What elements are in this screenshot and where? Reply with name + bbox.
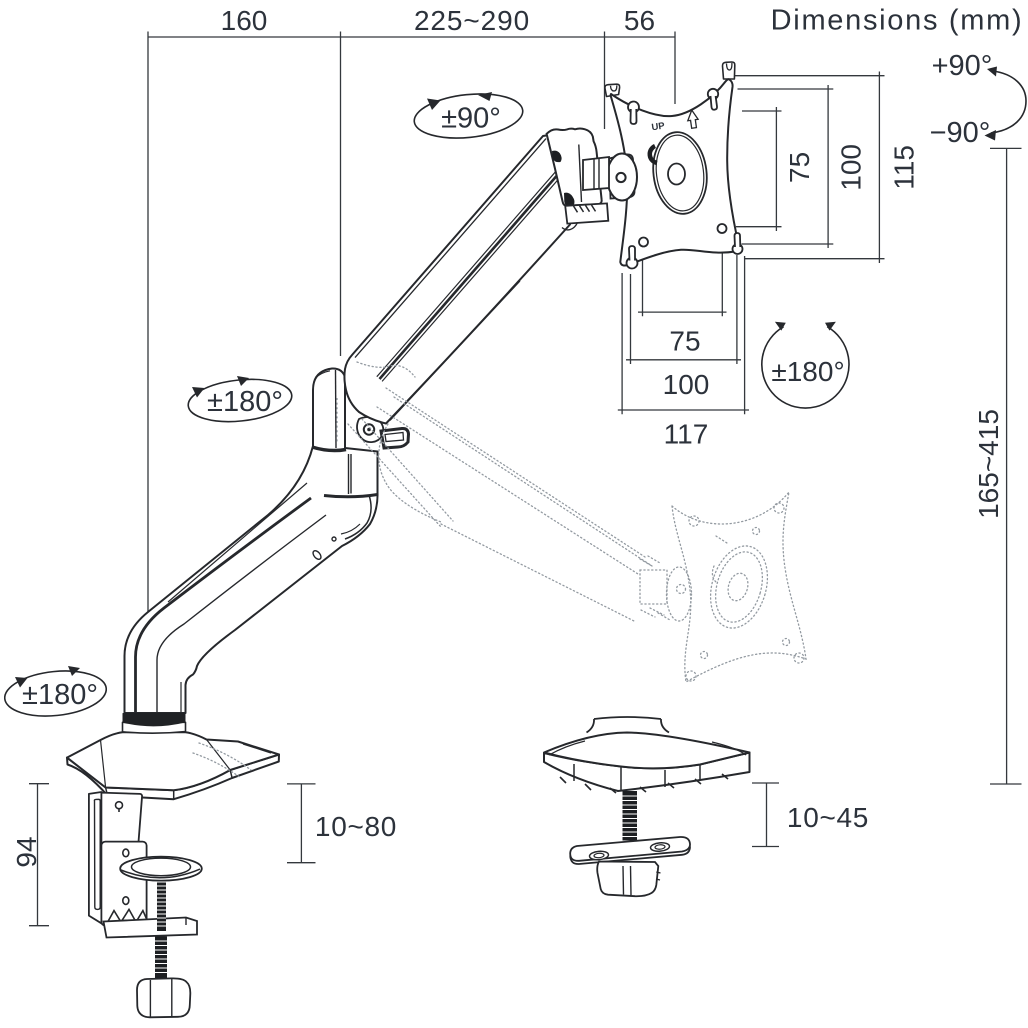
svg-text:UP: UP (651, 121, 666, 134)
svg-text:94: 94 (11, 836, 42, 867)
svg-text:100: 100 (836, 144, 867, 191)
svg-text:100: 100 (663, 369, 710, 400)
svg-text:165~415: 165~415 (973, 409, 1004, 519)
svg-text:225~290: 225~290 (414, 5, 530, 36)
svg-text:−90°: −90° (930, 117, 991, 149)
svg-text:Dimensions (mm): Dimensions (mm) (771, 5, 1024, 37)
svg-text:75: 75 (784, 152, 815, 183)
svg-text:±180°: ±180° (771, 356, 844, 387)
svg-text:±180°: ±180° (207, 386, 283, 418)
svg-text:±180°: ±180° (22, 679, 98, 711)
svg-text:115: 115 (889, 145, 920, 190)
svg-text:117: 117 (664, 419, 709, 450)
svg-text:160: 160 (221, 5, 268, 36)
svg-text:75: 75 (669, 325, 700, 356)
svg-text:56: 56 (624, 5, 655, 36)
svg-text:+90°: +90° (932, 50, 993, 82)
svg-text:±90°: ±90° (441, 103, 501, 135)
svg-text:10~45: 10~45 (787, 802, 869, 833)
svg-text:10~80: 10~80 (315, 811, 397, 842)
